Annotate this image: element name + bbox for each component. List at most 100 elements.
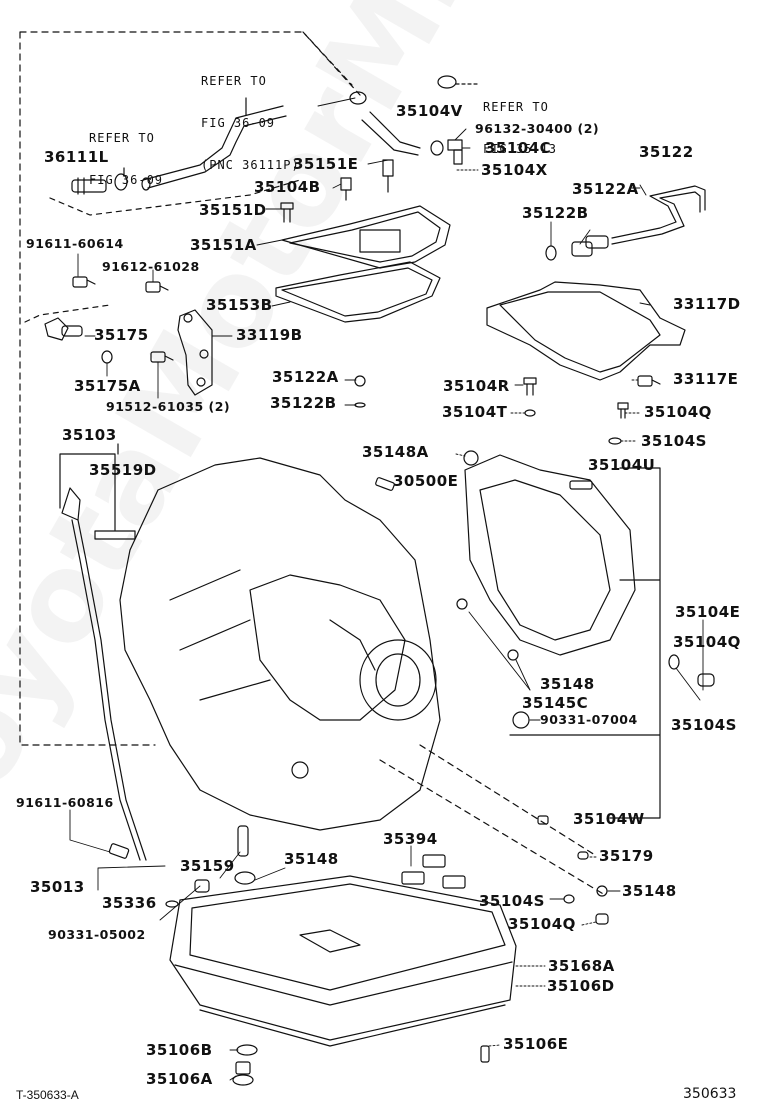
reference-line: FIG 35-13	[483, 142, 558, 156]
gasket-35104T	[524, 409, 536, 417]
part-label[interactable]: 35151A	[190, 236, 257, 254]
part-label[interactable]: 35104S	[641, 432, 707, 450]
union-35104C	[430, 139, 463, 165]
reference-line: (PNC 36111P)	[201, 158, 300, 172]
bolt-35104U	[569, 480, 593, 490]
plug-35179	[577, 851, 589, 860]
plug-35104B	[340, 177, 352, 201]
grommet-35148	[234, 871, 256, 885]
part-label[interactable]: 35104S	[479, 892, 545, 910]
plug-35104R	[523, 377, 537, 396]
part-label[interactable]: 35148	[540, 675, 595, 693]
part-label[interactable]: 96132-30400 (2)	[475, 121, 600, 136]
bolt-91611-60816	[108, 843, 130, 859]
gasket-35104S-top	[608, 437, 622, 445]
speed-sensor-35175	[44, 317, 83, 341]
connector-35122A	[571, 241, 593, 257]
part-label[interactable]: 35159	[180, 857, 235, 875]
o-ring-35122B	[545, 245, 557, 261]
gasket-35153B	[275, 261, 441, 323]
reference-fig-36-09: REFER TO FIG 36-09	[89, 103, 163, 201]
part-label[interactable]: 35336	[102, 894, 157, 912]
part-label[interactable]: 35104W	[573, 810, 645, 828]
part-label[interactable]: 35104E	[675, 603, 741, 621]
plug-35104Q-top	[617, 402, 629, 419]
side-cover	[464, 454, 636, 656]
part-label[interactable]: 35104T	[442, 403, 508, 421]
part-label[interactable]: 33117D	[673, 295, 741, 313]
part-label[interactable]: 35104U	[588, 456, 656, 474]
part-label[interactable]: 91611-60614	[26, 236, 124, 251]
part-label[interactable]: 35394	[383, 830, 438, 848]
part-label[interactable]: 35104Q	[508, 915, 576, 933]
plug-35122A-mid	[354, 375, 366, 387]
magnet-35394-a	[422, 854, 446, 868]
part-label[interactable]: 35175	[94, 326, 149, 344]
oil-pan-35106D	[169, 875, 517, 1047]
o-ring-35336	[165, 900, 179, 908]
o-ring-35175A	[101, 350, 113, 364]
part-label[interactable]: 35013	[30, 878, 85, 896]
part-label[interactable]: 35175A	[74, 377, 141, 395]
part-label[interactable]: 35148A	[362, 443, 429, 461]
leader-lines	[69, 97, 704, 1081]
reference-fig-36-09-pnc: REFER TO FIG 36-09 (PNC 36111P)	[201, 46, 300, 186]
part-label[interactable]: 35104Q	[644, 403, 712, 421]
bolt-91611-60614	[72, 276, 96, 288]
bolt-91612-61028	[145, 281, 169, 293]
part-label[interactable]: 36111L	[44, 148, 109, 166]
part-label[interactable]: 35106B	[146, 1041, 213, 1059]
plug-35145C	[456, 598, 468, 610]
part-label[interactable]: 91611-60816	[16, 795, 114, 810]
part-label[interactable]: 35151E	[293, 155, 359, 173]
part-label[interactable]: 35106A	[146, 1070, 213, 1088]
part-label[interactable]: 35148	[622, 882, 677, 900]
gasket-35106B	[236, 1044, 258, 1056]
part-label[interactable]: 35145C	[522, 694, 589, 712]
part-label[interactable]: 30500E	[393, 472, 459, 490]
sensor-35151E	[382, 159, 394, 193]
part-label[interactable]: 35104X	[481, 161, 548, 179]
hose-clamp	[114, 167, 128, 191]
shield-33117D	[486, 281, 686, 381]
part-label[interactable]: 35104S	[671, 716, 737, 734]
part-label[interactable]: 35122B	[522, 204, 589, 222]
label-35519D	[94, 530, 136, 540]
part-label[interactable]: 33117E	[673, 370, 739, 388]
part-label[interactable]: 35104B	[254, 178, 321, 196]
part-label[interactable]: 33119B	[236, 326, 303, 344]
part-label[interactable]: 35519D	[89, 461, 157, 479]
part-label[interactable]: 91512-61035 (2)	[106, 399, 231, 414]
part-label[interactable]: 35151D	[199, 201, 267, 219]
cover-35151A	[281, 205, 451, 269]
bolt-35151D	[280, 202, 294, 223]
part-label[interactable]: 35122	[639, 143, 694, 161]
plug-35148-low	[596, 885, 608, 897]
part-label[interactable]: 35104C	[485, 139, 552, 157]
bolt-91512-61035	[150, 351, 174, 363]
bolt-33117E	[637, 375, 661, 387]
part-label[interactable]: 35168A	[548, 957, 615, 975]
part-label[interactable]: 35103	[62, 426, 117, 444]
part-label[interactable]: 35122A	[272, 368, 339, 386]
part-label[interactable]: 35148	[284, 850, 339, 868]
part-label[interactable]: 35122A	[572, 180, 639, 198]
bolt-35106E	[480, 1045, 490, 1063]
part-label[interactable]: 35104Q	[673, 633, 741, 651]
bracket-33119B	[177, 309, 213, 396]
gasket-35104S-low	[563, 894, 575, 904]
part-label[interactable]: 35104R	[443, 377, 510, 395]
part-label[interactable]: 35153B	[206, 296, 273, 314]
part-label[interactable]: 35106D	[547, 977, 615, 995]
part-label[interactable]: 35106E	[503, 1035, 569, 1053]
reference-line: REFER TO	[483, 100, 549, 114]
part-label[interactable]: 35179	[599, 847, 654, 865]
plug-35104Q-mid	[697, 673, 715, 687]
reference-line: REFER TO	[201, 74, 267, 88]
part-label[interactable]: 35104V	[396, 102, 463, 120]
part-label[interactable]: 91612-61028	[102, 259, 200, 274]
part-label[interactable]: 90331-07004	[540, 712, 638, 727]
part-label[interactable]: 90331-05002	[48, 927, 146, 942]
part-label[interactable]: 35122B	[270, 394, 337, 412]
